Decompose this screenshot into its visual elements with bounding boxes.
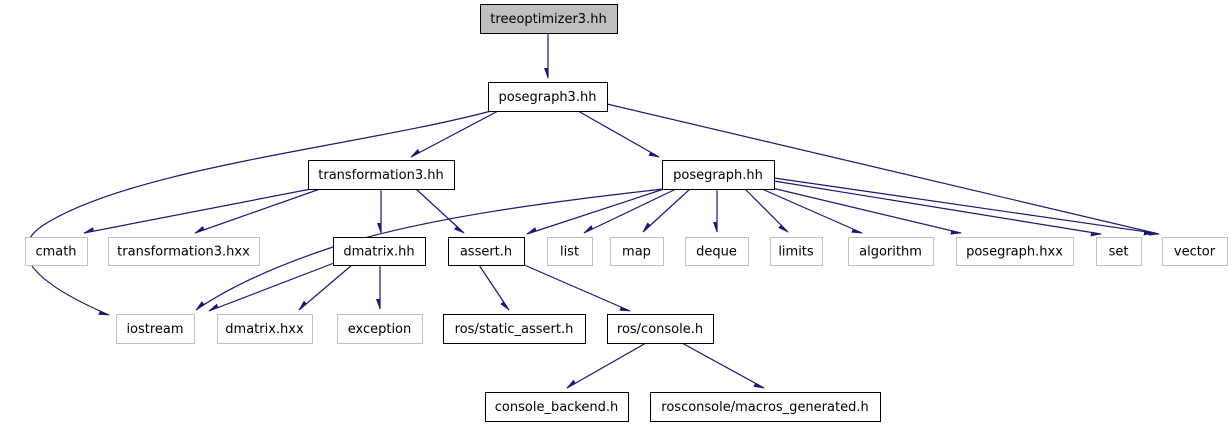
node-label-transformation3_hh: transformation3.hh <box>318 168 443 183</box>
node-limits: limits <box>770 237 823 266</box>
node-box-list <box>547 237 593 266</box>
node-box-posegraph3[interactable] <box>487 81 609 113</box>
node-label-cmath: cmath <box>35 245 76 260</box>
node-label-posegraph_hh: posegraph.hh <box>673 168 763 183</box>
node-box-dmatrix_hh[interactable] <box>332 236 427 267</box>
edge-assert_h-to-ros_console_h <box>521 263 630 312</box>
node-box-transformation3_hh[interactable] <box>307 159 456 191</box>
node-box-deque <box>685 237 749 266</box>
node-ros_console_h[interactable]: ros/console.h <box>606 313 715 345</box>
node-transformation3_hh[interactable]: transformation3.hh <box>307 159 456 191</box>
node-box-limits <box>770 237 823 266</box>
node-transformation3_hxx: transformation3.hxx <box>108 237 260 266</box>
edge-posegraph3-to-iostream <box>25 110 492 316</box>
node-set: set <box>1096 237 1142 266</box>
node-algorithm: algorithm <box>848 237 934 266</box>
node-box-exception <box>337 314 423 344</box>
edge-dmatrix_hh-to-dmatrix_hxx <box>299 264 353 310</box>
node-box-transformation3_hxx <box>108 237 260 266</box>
node-box-dmatrix_hxx <box>217 314 313 344</box>
node-vector: vector <box>1162 237 1228 266</box>
node-label-algorithm: algorithm <box>859 245 922 260</box>
node-exception: exception <box>337 314 423 344</box>
node-label-deque: deque <box>696 245 737 260</box>
node-label-rosconsole_macros: rosconsole/macros_generated.h <box>661 400 868 415</box>
edge-posegraph_hh-to-set <box>773 180 1101 234</box>
node-box-ros_static_assert_h[interactable] <box>442 313 587 345</box>
node-box-set <box>1096 237 1142 266</box>
node-rosconsole_macros[interactable]: rosconsole/macros_generated.h <box>649 391 882 423</box>
node-posegraph_hh[interactable]: posegraph.hh <box>661 159 776 191</box>
node-ros_static_assert_h[interactable]: ros/static_assert.h <box>442 313 587 345</box>
edge-assert_h-to-ros_static_assert_h <box>478 264 509 310</box>
edge-posegraph_hh-to-posegraph_hxx <box>771 187 961 233</box>
edge-posegraph3-to-transformation3_hh <box>411 110 499 158</box>
node-treeoptimizer3: treeoptimizer3.hh <box>479 3 619 35</box>
edge-ros_console_h-to-rosconsole_macros <box>681 342 764 389</box>
node-label-ros_static_assert_h: ros/static_assert.h <box>455 322 574 337</box>
edge-posegraph_hh-to-limits <box>744 188 788 232</box>
node-box-console_backend_h[interactable] <box>484 391 630 423</box>
node-label-set: set <box>1109 245 1129 260</box>
node-label-vector: vector <box>1174 245 1216 260</box>
edge-posegraph_hh-to-map <box>643 188 691 232</box>
node-list: list <box>547 237 593 266</box>
node-label-list: list <box>560 245 579 260</box>
node-dmatrix_hxx: dmatrix.hxx <box>217 314 313 344</box>
edge-posegraph_hh-to-algorithm <box>761 188 862 234</box>
node-map: map <box>610 237 664 266</box>
node-label-dmatrix_hxx: dmatrix.hxx <box>225 322 304 337</box>
node-posegraph3[interactable]: posegraph3.hh <box>487 81 609 113</box>
node-label-console_backend_h: console_backend.h <box>495 400 618 415</box>
node-box-posegraph_hh[interactable] <box>661 159 776 191</box>
edge-posegraph3-to-posegraph_hh <box>577 110 659 158</box>
node-label-iostream: iostream <box>126 322 183 337</box>
node-console_backend_h[interactable]: console_backend.h <box>484 391 630 423</box>
node-box-iostream <box>116 314 195 344</box>
node-label-assert_h: assert.h <box>460 245 512 260</box>
node-box-treeoptimizer3 <box>479 3 619 35</box>
node-label-ros_console_h: ros/console.h <box>617 322 703 337</box>
node-iostream: iostream <box>116 314 195 344</box>
edge-layer <box>25 33 1159 389</box>
edge-posegraph_hh-to-assert_h <box>527 188 665 234</box>
node-box-rosconsole_macros[interactable] <box>649 391 882 423</box>
node-box-vector <box>1162 237 1228 266</box>
node-posegraph_hxx: posegraph.hxx <box>956 237 1074 266</box>
edge-posegraph_hh-to-list <box>584 188 677 234</box>
edge-dmatrix_hh-to-iostream <box>209 262 335 312</box>
node-label-exception: exception <box>348 322 412 337</box>
edge-posegraph_hh-to-vector <box>773 177 1154 233</box>
node-box-assert_h[interactable] <box>447 236 526 267</box>
node-label-posegraph_hxx: posegraph.hxx <box>966 245 1063 260</box>
node-label-map: map <box>622 245 651 260</box>
node-label-limits: limits <box>778 245 814 260</box>
node-label-dmatrix_hh: dmatrix.hh <box>343 245 414 260</box>
node-layer: treeoptimizer3.hh posegraph3.hh transforma… <box>25 3 1228 423</box>
node-cmath: cmath <box>25 237 88 266</box>
node-box-algorithm <box>848 237 934 266</box>
node-label-treeoptimizer3: treeoptimizer3.hh <box>490 12 606 27</box>
edge-ros_console_h-to-console_backend_h <box>567 342 647 389</box>
node-box-ros_console_h[interactable] <box>606 313 715 345</box>
edge-transformation3_hh-to-transformation3_hxx <box>195 188 321 234</box>
edge-transformation3_hh-to-cmath <box>84 188 312 234</box>
edge-posegraph3-to-vector <box>606 103 1159 234</box>
node-assert_h[interactable]: assert.h <box>447 236 526 267</box>
node-box-posegraph_hxx <box>956 237 1074 266</box>
node-dmatrix_hh[interactable]: dmatrix.hh <box>332 236 427 267</box>
node-deque: deque <box>685 237 749 266</box>
node-box-cmath <box>25 237 88 266</box>
node-label-transformation3_hxx: transformation3.hxx <box>117 245 250 260</box>
node-label-posegraph3: posegraph3.hh <box>499 90 597 105</box>
node-box-map <box>610 237 664 266</box>
edge-transformation3_hh-to-assert_h <box>415 188 464 233</box>
